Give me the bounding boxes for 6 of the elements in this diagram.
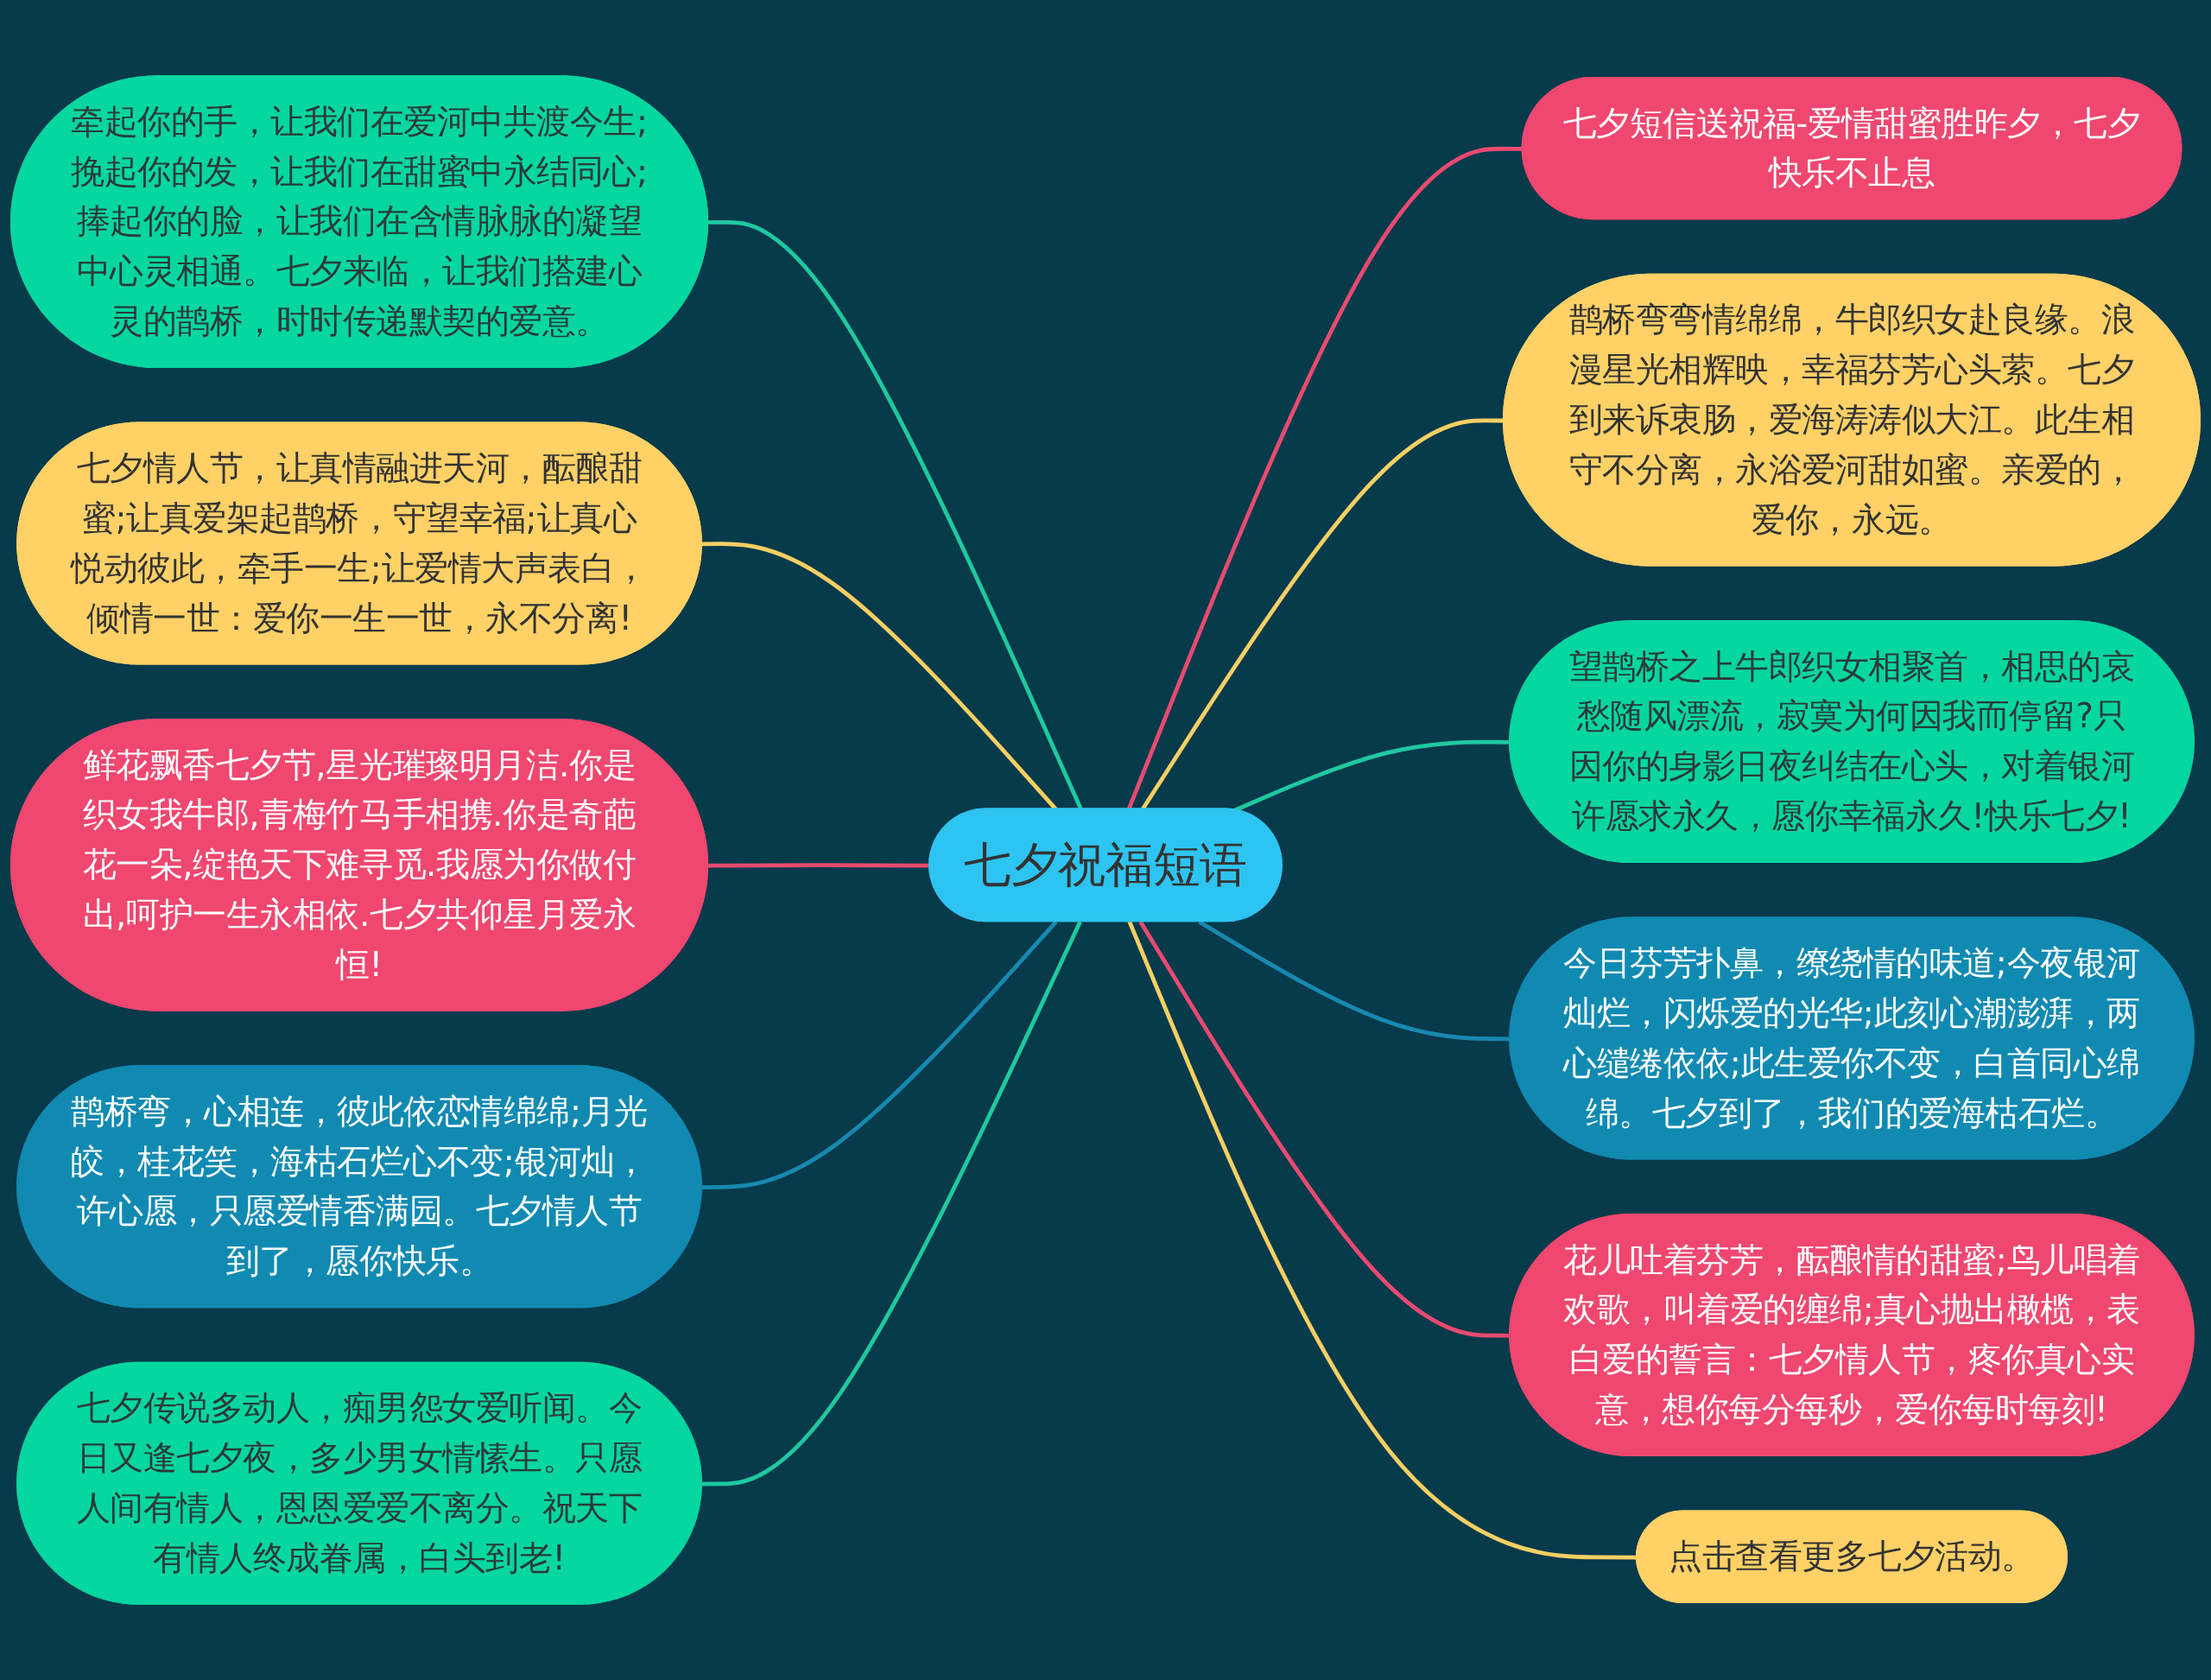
- connector: [1234, 739, 1511, 813]
- connector: [1198, 920, 1511, 1042]
- connector: [701, 920, 1058, 1189]
- connector: [1138, 920, 1511, 1338]
- connector: [701, 921, 1082, 1487]
- connector: [707, 863, 930, 868]
